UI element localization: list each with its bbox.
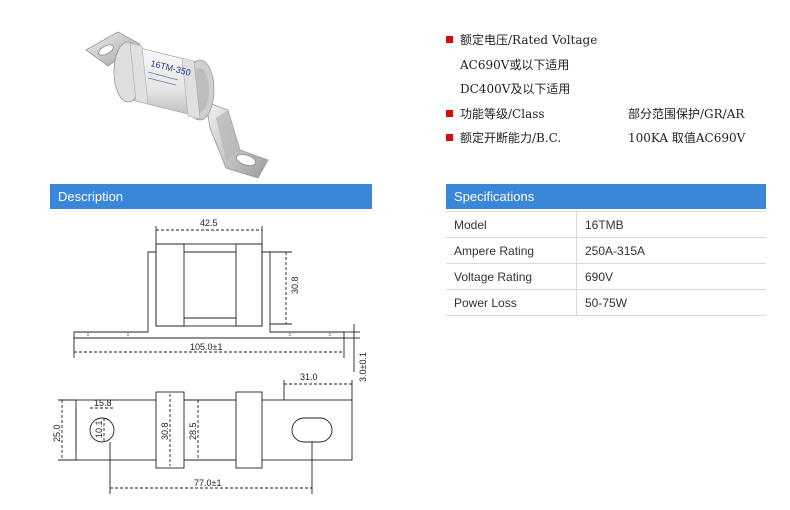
dim-top-width: 42.5 — [200, 218, 218, 228]
feature-value: 部分范围保护/GR/AR — [628, 106, 745, 121]
table-row: Voltage Rating 690V — [446, 263, 766, 290]
table-row: Power Loss 50-75W — [446, 289, 766, 316]
spec-label: Power Loss — [446, 289, 577, 316]
feature-breaking-capacity: 额定开断能力/B.C. 100KA 取值AC690V — [446, 128, 776, 153]
dim-tab-width: 25.0 — [52, 424, 62, 442]
dim-body-dia: 30.8 — [160, 422, 170, 440]
feature-class: 功能等级/Class 部分范围保护/GR/AR — [446, 104, 776, 129]
dim-tab-end: 31.0 — [300, 372, 318, 382]
voltage-line-ac: AC690V或以下适用 — [446, 55, 776, 80]
voltage-line-dc: DC400V及以下适用 — [446, 79, 776, 104]
product-photo: 16TM-350 — [78, 10, 288, 179]
specifications-header: Specifications — [446, 184, 766, 209]
spec-value: 690V — [576, 263, 766, 290]
table-row: Model 16TMB — [446, 211, 766, 238]
bullet-icon — [446, 36, 453, 43]
spec-value: 50-75W — [576, 289, 766, 316]
dim-slot-length: 15.8 — [94, 398, 112, 408]
feature-label: 额定开断能力/B.C. — [460, 131, 562, 145]
spec-value: 250A-315A — [576, 237, 766, 264]
spec-value: 16TMB — [576, 211, 766, 238]
feature-label: 额定电压/Rated Voltage — [460, 33, 598, 47]
dim-height: 30.8 — [290, 276, 300, 294]
dimension-drawing: 42.5 30.8 105.0±1 3.0±0.1 31.0 15.8 10.1… — [48, 212, 378, 502]
feature-value: 100KA 取值AC690V — [628, 131, 746, 145]
bullet-icon — [446, 109, 453, 117]
dim-slot-width: 10.1 — [94, 420, 104, 438]
dim-hole-spacing: 77.0±1 — [194, 478, 221, 488]
voltage-line: DC400V及以下适用 — [460, 82, 571, 96]
bullet-icon — [446, 134, 453, 141]
spec-label: Ampere Rating — [446, 237, 577, 264]
dim-thickness: 3.0±0.1 — [358, 352, 368, 382]
voltage-line: AC690V或以下适用 — [460, 57, 570, 72]
feature-rated-voltage: 额定电压/Rated Voltage — [446, 30, 776, 55]
dim-inner: 28.5 — [188, 422, 198, 440]
table-row: Ampere Rating 250A-315A — [446, 237, 766, 264]
spec-label: Voltage Rating — [446, 263, 577, 290]
feature-label: 功能等级/Class — [460, 106, 545, 121]
description-header: Description — [50, 184, 372, 209]
specifications-table: Model 16TMB Ampere Rating 250A-315A Volt… — [446, 211, 766, 316]
dim-overall-length: 105.0±1 — [190, 342, 222, 352]
spec-label: Model — [446, 211, 577, 238]
feature-list: 额定电压/Rated Voltage AC690V或以下适用 DC400V及以下… — [446, 30, 776, 153]
